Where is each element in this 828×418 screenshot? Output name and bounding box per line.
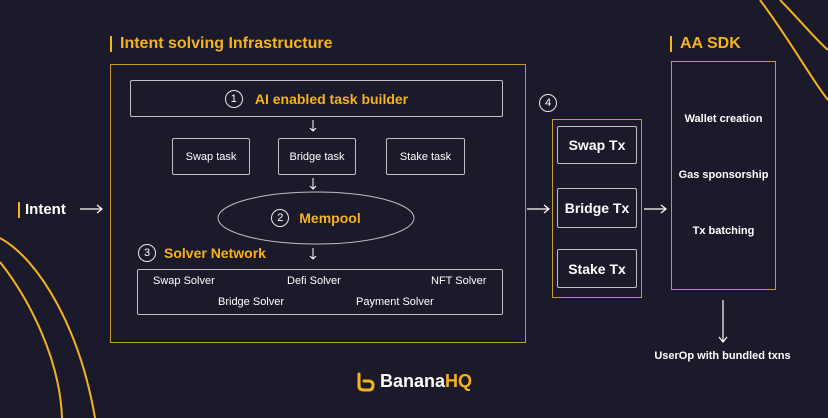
tx-swap: Swap Tx: [557, 126, 637, 164]
userop-output: UserOp with bundled txns: [654, 350, 791, 362]
intent-input: Intent: [18, 201, 66, 218]
intent-solving-title: Intent solving Infrastructure: [110, 36, 332, 52]
solver-network-label: Solver Network: [164, 245, 266, 261]
arrow-down-icon: [718, 300, 728, 343]
mempool-ellipse: [217, 191, 415, 245]
sdk-tx-batching: Tx batching: [692, 225, 755, 237]
arrow-right-icon: [80, 204, 103, 214]
task-stake: Stake task: [386, 138, 465, 175]
solver-bridge: Bridge Solver: [218, 296, 285, 308]
step-2-badge: 2: [271, 209, 290, 227]
mempool-label: Mempool: [299, 210, 361, 226]
step-1-badge: 1: [224, 89, 243, 108]
tx-stake: Stake Tx: [557, 249, 637, 288]
intent-label: Intent: [25, 201, 66, 218]
solver-nft: NFT Solver: [431, 275, 487, 287]
solver-defi: Defi Solver: [287, 275, 341, 287]
tx-group-container: [552, 119, 642, 298]
intent-marker: [18, 201, 20, 218]
step-4-badge-wrap: 4: [539, 93, 557, 112]
task-builder-box: 1 AI enabled task builder: [130, 80, 503, 117]
aa-sdk-container: [671, 61, 776, 290]
solver-network-header: 3 Solver Network: [138, 244, 266, 262]
tx-bridge: Bridge Tx: [557, 188, 637, 228]
sdk-gas-sponsorship: Gas sponsorship: [678, 169, 769, 181]
solver-network-box: [137, 269, 503, 315]
brand-name-banana: Banana: [380, 371, 446, 391]
task-builder-label: AI enabled task builder: [254, 90, 409, 107]
aa-sdk-title: AA SDK: [670, 36, 741, 52]
arrow-down-icon: [309, 178, 317, 190]
arrow-right-icon: [644, 204, 667, 214]
arrow-down-icon: [309, 248, 317, 260]
solver-swap: Swap Solver: [153, 275, 215, 287]
step-4-badge: 4: [539, 94, 557, 112]
step-3-badge: 3: [138, 244, 156, 262]
solver-payment: Payment Solver: [356, 296, 434, 308]
sdk-wallet-creation: Wallet creation: [684, 113, 763, 125]
task-bridge: Bridge task: [278, 138, 356, 175]
intent-solving-container: [110, 64, 526, 343]
arrow-right-icon: [527, 204, 550, 214]
arrow-down-icon: [309, 120, 317, 132]
brand-name-hq: HQ: [445, 371, 473, 391]
mempool-node: 2 Mempool: [216, 190, 416, 246]
banana-icon: [357, 372, 375, 391]
task-swap: Swap task: [172, 138, 250, 175]
